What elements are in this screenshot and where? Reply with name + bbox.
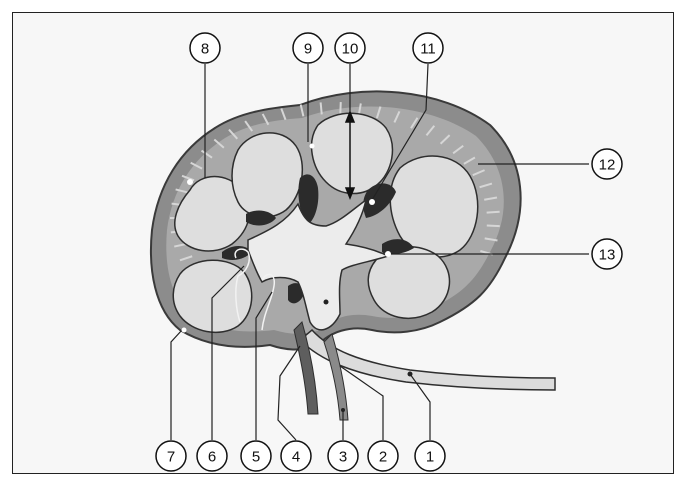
callout-number: 7 (167, 449, 175, 466)
callout-9: 9 (293, 33, 323, 63)
callout-7: 7 (156, 441, 186, 471)
callout-number: 5 (252, 449, 260, 466)
callout-13: 13 (592, 239, 622, 269)
callout-12: 12 (592, 149, 622, 179)
callout-2: 2 (368, 441, 398, 471)
callout-number: 1 (426, 449, 434, 466)
callout-3: 3 (328, 441, 358, 471)
callout-5: 5 (241, 441, 271, 471)
callout-8: 8 (190, 33, 220, 63)
callout-number: 9 (304, 41, 312, 58)
callout-4: 4 (281, 441, 311, 471)
callout-number: 13 (599, 247, 616, 264)
callout-6: 6 (197, 441, 227, 471)
callout-number: 12 (599, 157, 616, 174)
callout-number: 2 (379, 449, 387, 466)
callout-11: 11 (413, 33, 443, 63)
callout-number: 4 (292, 449, 300, 466)
callout-10: 10 (335, 33, 365, 63)
callout-number: 8 (201, 41, 209, 58)
callout-number: 6 (208, 449, 216, 466)
callout-1: 1 (415, 441, 445, 471)
pyramid-top-left (232, 133, 302, 217)
callout-number: 10 (342, 41, 359, 58)
callout-number: 3 (339, 449, 347, 466)
callout-number: 11 (420, 41, 436, 58)
renal-vein (324, 334, 348, 420)
